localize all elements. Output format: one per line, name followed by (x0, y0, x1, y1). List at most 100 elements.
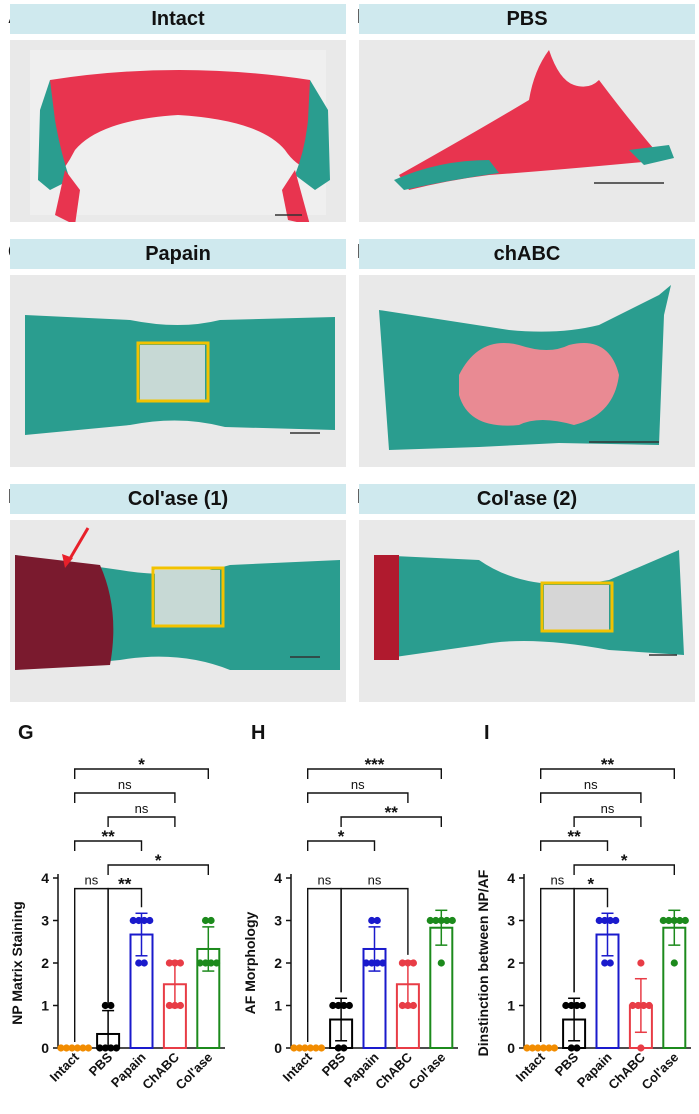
data-point (562, 1001, 570, 1010)
significance-label: ** (385, 803, 399, 822)
y-tick-label: 3 (507, 913, 515, 929)
data-point (112, 1044, 120, 1052)
data-point (368, 916, 376, 925)
data-point (595, 916, 603, 925)
histology-drawing (374, 550, 684, 660)
data-point (409, 1001, 417, 1010)
x-tick-label: Intact (280, 1049, 316, 1085)
data-point (79, 1044, 87, 1052)
data-point (340, 1001, 348, 1010)
data-point (432, 916, 440, 925)
data-point (373, 916, 381, 925)
significance-bracket (107, 887, 143, 1005)
histology-image (359, 275, 695, 467)
data-point (340, 1044, 348, 1052)
data-point (637, 959, 645, 967)
highlight-box (151, 566, 225, 628)
data-point (567, 1001, 575, 1010)
y-tick-label: 4 (41, 870, 49, 886)
histology-image (10, 520, 346, 702)
histology-drawing (379, 285, 671, 450)
significance-label: ns (584, 777, 598, 792)
panel-letter: H (251, 722, 265, 744)
significance-label: ns (118, 777, 132, 792)
significance-bracket (573, 887, 609, 993)
x-tick-label: Col'ase (172, 1050, 215, 1093)
y-tick-label: 4 (274, 870, 282, 886)
data-point (534, 1044, 542, 1052)
data-point (634, 1001, 642, 1010)
data-point (373, 959, 381, 967)
y-axis-label: NP Matrix Staining (9, 901, 25, 1024)
significance-label: * (138, 755, 145, 774)
data-point (140, 916, 148, 925)
panel-title: Intact (10, 4, 346, 34)
significance-bracket (107, 864, 210, 875)
data-point (301, 1044, 309, 1052)
significance-label: * (587, 875, 594, 894)
y-tick-label: 2 (41, 955, 49, 971)
histology-drawing (30, 50, 330, 225)
significance-label: ns (318, 873, 332, 888)
significance-bracket (73, 768, 210, 779)
data-point (368, 959, 376, 967)
data-point (398, 1001, 406, 1010)
y-axis-label: Dinstinction between NP/AF (475, 869, 491, 1056)
x-tick-label: Intact (513, 1049, 549, 1085)
y-tick-label: 3 (41, 913, 49, 929)
panel-title: PBS (359, 4, 695, 34)
x-tick-label: PBS (319, 1049, 349, 1079)
data-point (645, 1001, 653, 1010)
y-axis-label: AF Morphology (242, 911, 258, 1014)
significance-bracket (539, 768, 676, 779)
data-point (62, 1044, 71, 1052)
data-point (676, 916, 684, 925)
histology-drawing (25, 315, 335, 435)
data-point (207, 916, 215, 925)
data-point (312, 1044, 320, 1052)
data-point (107, 1001, 115, 1010)
x-tick-label: Col'ase (638, 1050, 681, 1093)
significance-label: * (155, 851, 162, 870)
significance-label: ns (368, 873, 382, 888)
significance-label: * (621, 851, 628, 870)
data-point (176, 1001, 184, 1010)
data-point (101, 1044, 109, 1052)
data-point (207, 959, 215, 967)
significance-bracket (306, 792, 409, 803)
histology-image (10, 275, 346, 467)
significance-bracket (539, 792, 642, 803)
data-point (659, 916, 667, 925)
data-point (68, 1044, 76, 1052)
data-point (545, 1044, 553, 1052)
data-point (146, 916, 154, 925)
data-point (345, 1001, 353, 1010)
significance-label: ** (101, 827, 115, 846)
data-point (171, 959, 179, 967)
significance-label: *** (365, 755, 385, 774)
data-point (135, 959, 143, 967)
panel-letter: G (18, 722, 34, 744)
panel-a: A Intact (0, 0, 350, 230)
data-point (629, 1001, 637, 1010)
y-tick-label: 4 (507, 870, 515, 886)
data-point (176, 959, 184, 967)
data-point (612, 916, 620, 925)
highlight-box (136, 341, 210, 403)
panel-title: Papain (10, 239, 346, 269)
data-point (573, 1044, 581, 1052)
data-point (437, 959, 445, 967)
data-point (567, 1044, 575, 1052)
data-point (601, 916, 609, 925)
x-tick-label: PBS (552, 1049, 582, 1079)
arrow-icon (66, 527, 90, 563)
significance-bracket (107, 816, 176, 827)
data-point (295, 1044, 304, 1052)
panel-b: B PBS (349, 0, 699, 230)
data-point (84, 1044, 93, 1052)
significance-bracket (539, 840, 609, 851)
